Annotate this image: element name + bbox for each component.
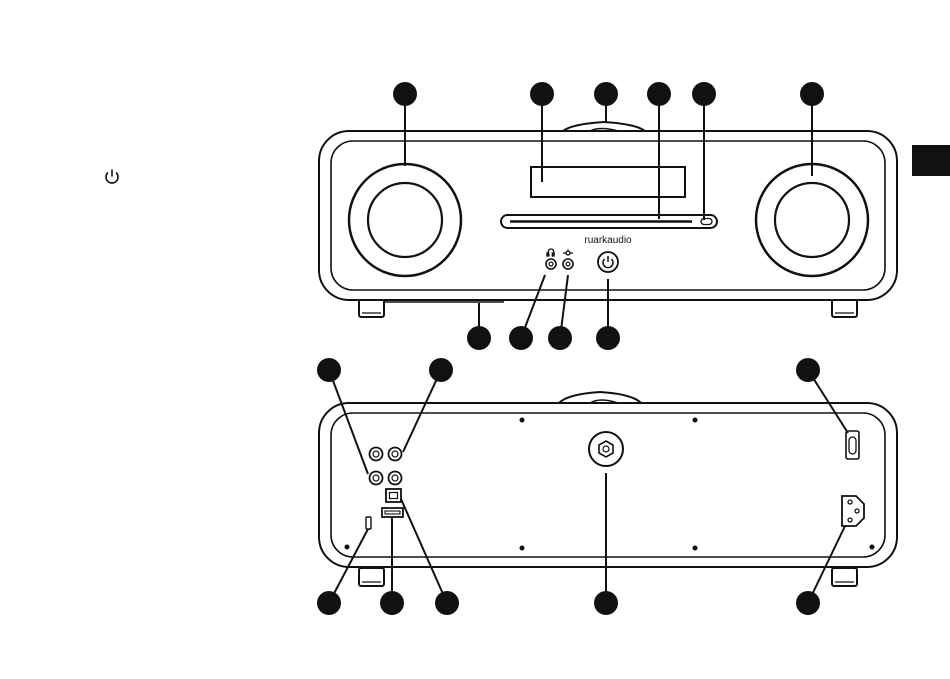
right-rotary-dial-callout — [800, 82, 824, 106]
rear-rotodial-bump — [559, 392, 641, 403]
rotodial-top-callout — [594, 82, 618, 106]
power-icon — [103, 168, 121, 186]
rca-outputs-callout — [429, 358, 453, 382]
headphone-socket-callout — [509, 326, 533, 350]
optical-input-callout — [435, 591, 459, 615]
left-rotary-dial-callout — [393, 82, 417, 106]
cd-slot-callout — [647, 82, 671, 106]
rear-right-foot — [832, 568, 857, 586]
aerial-socket-callout — [594, 591, 618, 615]
service-port-callout — [317, 591, 341, 615]
rear-left-foot — [359, 568, 384, 586]
mains-socket-callout — [796, 591, 820, 615]
power-switch-callout — [796, 358, 820, 382]
section-tab — [912, 145, 950, 176]
usb-port-callout — [380, 591, 404, 615]
cd-eject-callout — [692, 82, 716, 106]
rear-cabinet — [319, 403, 897, 567]
display-callout — [530, 82, 554, 106]
front-rotodial-bump — [563, 122, 645, 131]
underside-remote-dock-callout — [467, 326, 491, 350]
rca-inputs-callout — [317, 358, 341, 382]
aux-input-callout — [548, 326, 572, 350]
brand-logo: ruarkaudio — [584, 235, 632, 246]
power-button-callout — [596, 326, 620, 350]
